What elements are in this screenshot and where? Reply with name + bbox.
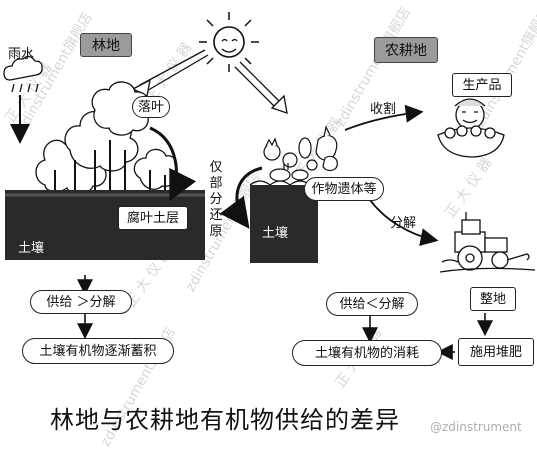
rain-label: 雨水: [8, 47, 35, 62]
accumulate-box: 土壤有机物逐渐蓄积: [22, 338, 174, 364]
corner-watermark: @zdinstrument: [430, 420, 522, 434]
partial-return-label: 仅部分还原: [209, 160, 223, 239]
land-prep-label: 整地: [470, 287, 516, 311]
consumption-box: 土壤有机物的消耗: [292, 340, 442, 366]
product-label: 生产品: [452, 73, 512, 97]
sunlight-arrows: [131, 49, 288, 114]
tractor-illustration: [439, 212, 536, 273]
partial-return-arrow: [219, 166, 263, 229]
supply-gt-decompose-box: 供给 ＞分解: [30, 290, 132, 314]
decompose-arrow: [369, 199, 439, 246]
farm-soil-block: [250, 185, 318, 263]
forest-soil-label: 土壤: [18, 241, 45, 256]
harvest-label: 收割: [370, 102, 397, 117]
sun-icon: [199, 12, 259, 72]
leaves-arrow: [149, 126, 197, 202]
apply-compost-box: 施用堆肥: [458, 338, 534, 366]
humus-layer-label: 腐叶土层: [118, 206, 188, 230]
farm-soil-label: 土壤: [262, 226, 289, 241]
crops-animals-illustration: [263, 125, 338, 182]
harvest-arrow: [344, 104, 424, 131]
crop-residue-label: 作物遗体等: [304, 177, 384, 201]
produce-basket-illustration: [437, 98, 505, 158]
supply-lt-decompose-box: 供给＜分解: [326, 292, 418, 316]
page-title: 林地与农耕地有机物供给的差异: [50, 406, 400, 434]
farmland-tag: 农耕地: [374, 37, 438, 63]
fallen-leaves-label: 落叶: [132, 96, 170, 118]
forest-tag: 林地: [80, 33, 132, 57]
forest-trees: [35, 81, 178, 195]
rain-icon: [3, 55, 43, 93]
tree-trunks: [54, 140, 166, 192]
decompose-label: 分解: [390, 216, 417, 231]
